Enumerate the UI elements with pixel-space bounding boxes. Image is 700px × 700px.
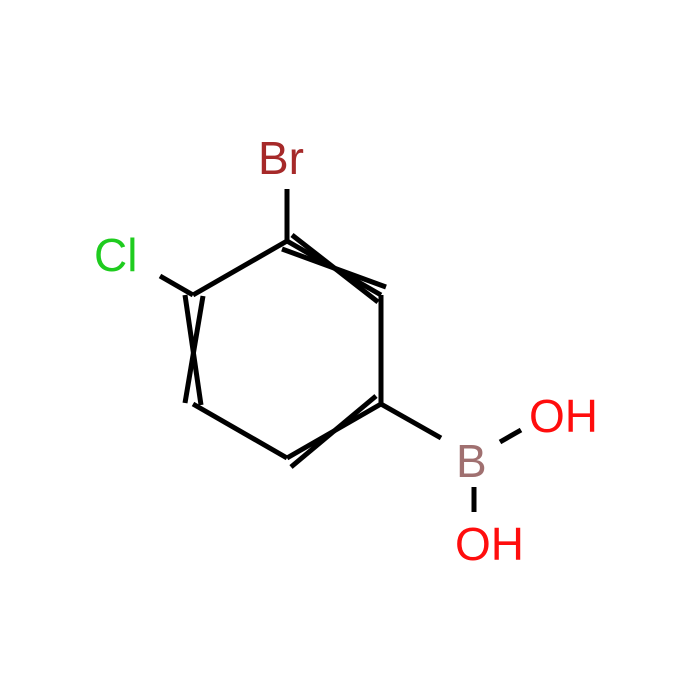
ring-bond-c4-c3 bbox=[191, 238, 289, 298]
atom-labels: Br Cl B OH OH bbox=[94, 132, 598, 570]
benzene-ring bbox=[182, 233, 387, 469]
bond-b-oh-top bbox=[498, 427, 523, 445]
bond-c4-cl bbox=[158, 273, 195, 298]
hydroxyl-bottom-label: OH bbox=[455, 518, 524, 570]
ring-bond-c6-c5 bbox=[191, 401, 289, 461]
substituent-bonds bbox=[158, 189, 523, 512]
boron-label: B bbox=[456, 435, 487, 487]
hydroxyl-top-label: OH bbox=[529, 390, 598, 442]
bond-c1-b bbox=[379, 401, 443, 441]
ring-double-bond-c3-c2-b bbox=[290, 233, 380, 304]
ring-double-bond-c5-c4-b bbox=[182, 294, 204, 406]
ring-double-bond-c1-c6-b bbox=[289, 394, 378, 469]
chlorine-label: Cl bbox=[94, 229, 137, 281]
bromine-label: Br bbox=[258, 132, 304, 184]
